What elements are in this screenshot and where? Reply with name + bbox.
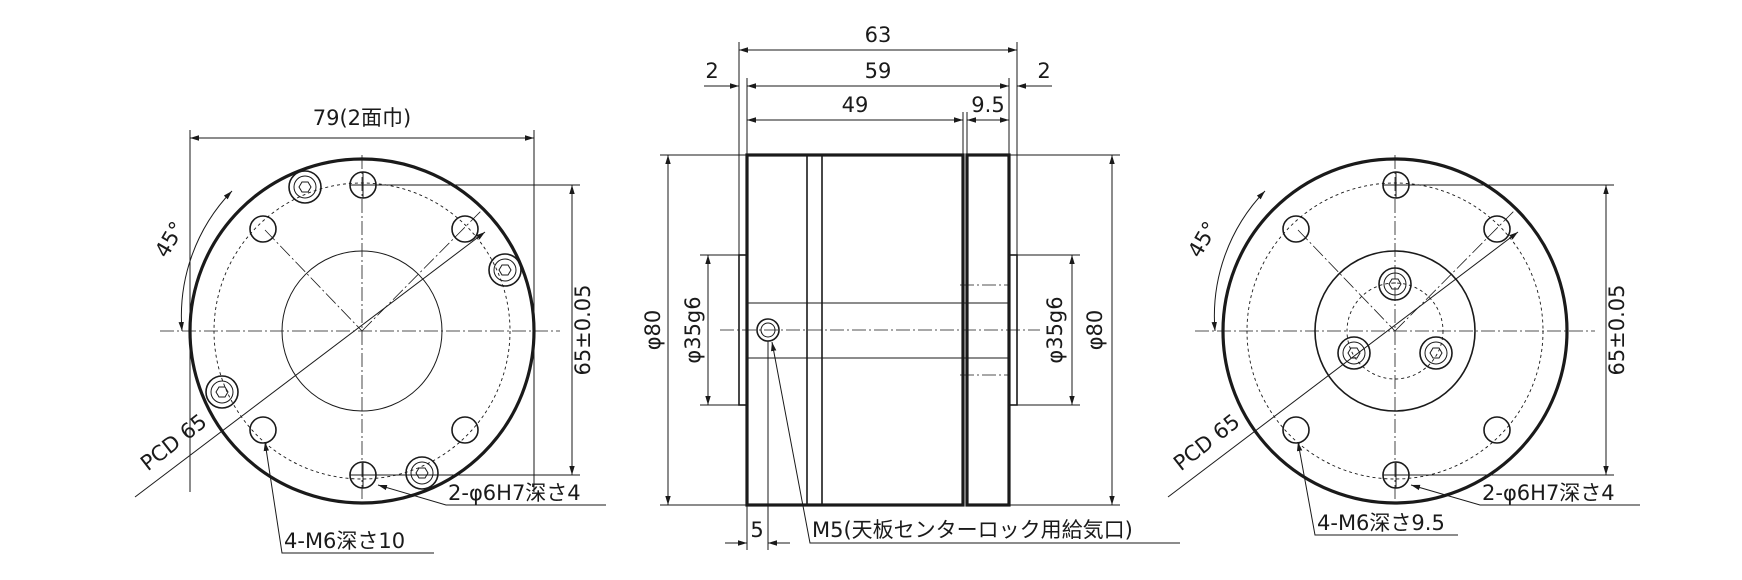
label-flange-right: 2: [1037, 59, 1050, 83]
label-plate: 9.5: [971, 93, 1004, 117]
left-view: 79(2面巾) 65±0.05 45° PCD 65 2-φ6H7深さ4 4-M…: [134, 106, 606, 554]
tap-hole: [1483, 215, 1511, 243]
port-leader: [771, 341, 1180, 544]
bolt-head: [488, 253, 522, 287]
label-body: 59: [865, 59, 892, 83]
bolt-head: [1419, 336, 1453, 370]
label-tap: 4-M6深さ10: [284, 529, 405, 553]
label-height-tol: 65±0.05: [571, 284, 595, 375]
label-pcd: PCD 65: [1169, 409, 1244, 475]
pin-hole: [349, 461, 377, 489]
dim-angle-arc: [178, 190, 233, 332]
pin-hole: [1382, 461, 1410, 489]
label-width-across-flats: 79(2面巾): [313, 106, 411, 130]
label-pin-hole: 2-φ6H7深さ4: [448, 481, 581, 505]
tap-hole: [1282, 215, 1310, 243]
tap-hole: [1282, 416, 1310, 444]
tap-hole: [451, 215, 479, 243]
tap-hole: [249, 215, 277, 243]
bolt-head: [405, 456, 439, 490]
label-angle: 45°: [1183, 217, 1222, 261]
bolt-head: [1378, 267, 1412, 301]
label-outer-dia-left: φ80: [641, 310, 665, 351]
pin-hole: [349, 171, 377, 199]
tap-leader: [263, 441, 434, 554]
label-boss-dia-left: φ35g6: [681, 296, 705, 363]
pin-hole: [1382, 171, 1410, 199]
label-pin-hole: 2-φ6H7深さ4: [1482, 481, 1615, 505]
label-pcd: PCD 65: [136, 409, 211, 475]
label-flange-left: 2: [705, 59, 718, 83]
label-height-tol: 65±0.05: [1605, 284, 1629, 375]
tap-hole: [1483, 416, 1511, 444]
label-overall: 63: [865, 23, 892, 47]
tap-hole: [249, 416, 277, 444]
label-tap: 4-M6深さ9.5: [1317, 511, 1445, 535]
label-port-offset: 5: [750, 518, 763, 542]
bolt-head: [205, 375, 239, 409]
label-boss-dia-right: φ35g6: [1043, 296, 1067, 363]
label-upper: 49: [842, 93, 869, 117]
label-port-note: M5(天板センターロック用給気口): [812, 518, 1133, 542]
label-outer-dia-right: φ80: [1083, 310, 1107, 351]
label-angle: 45°: [150, 217, 189, 261]
pcd-leader: [134, 231, 486, 498]
dim-angle-arc: [1211, 190, 1266, 332]
pin-leader: [1410, 484, 1640, 506]
pcd-leader: [1167, 231, 1519, 498]
bolt-head: [1337, 336, 1371, 370]
tap-leader: [1296, 441, 1458, 536]
right-view: 65±0.05 45° PCD 65 2-φ6H7深さ4 4-M6深さ9.5: [1167, 155, 1640, 536]
side-view: 63 59 2 2 49 9.5 φ80 φ35g6 φ35g6 φ80: [641, 23, 1180, 550]
bolt-head: [288, 170, 322, 204]
pin-leader: [377, 484, 606, 506]
tap-hole: [451, 416, 479, 444]
